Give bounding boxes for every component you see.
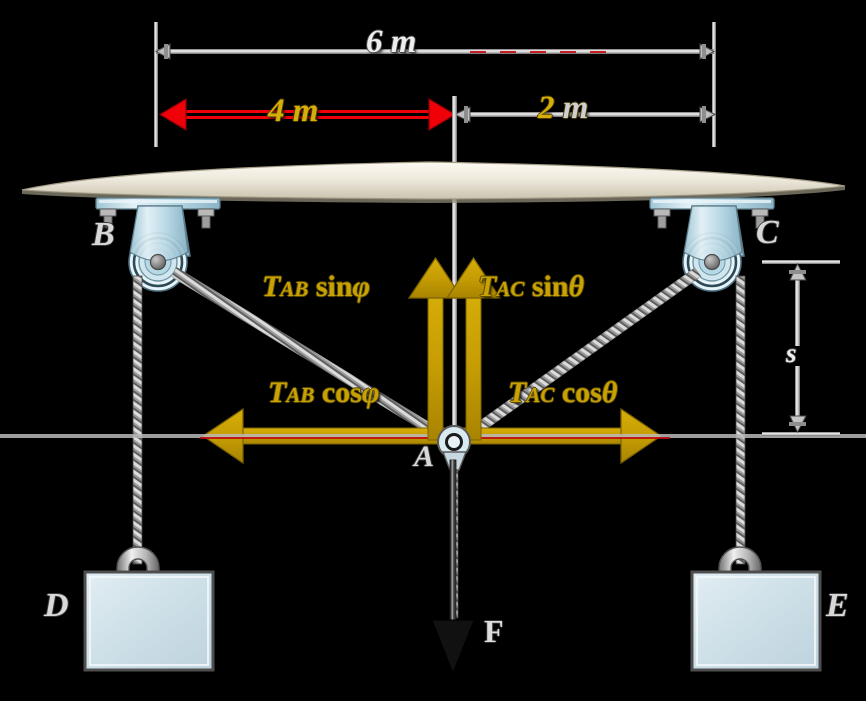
cable-c-to-e	[735, 275, 746, 565]
ceiling-slab	[21, 161, 846, 203]
pulley-b	[95, 197, 221, 292]
cable-b-to-d	[132, 275, 143, 565]
pulley-c	[649, 197, 775, 292]
force-arrow-vertical-left	[407, 256, 464, 441]
ring-at-a	[437, 425, 471, 471]
block-d-hook	[116, 546, 160, 579]
cable-b-to-a	[171, 267, 451, 445]
center-reference-line	[452, 96, 457, 444]
block-e-hook	[718, 546, 762, 579]
pulley-b-bolt-left	[99, 208, 117, 229]
force-arrow-f	[431, 459, 475, 675]
block-d	[83, 546, 215, 672]
pulley-b-bolt-right	[197, 208, 215, 229]
cable-c-to-a	[458, 267, 702, 445]
force-arrow-vertical-right	[445, 256, 502, 441]
pulley-c-bolt-right	[751, 208, 769, 229]
dimension-s	[762, 260, 840, 436]
dimension-6m	[154, 22, 716, 147]
dimension-4m	[158, 97, 457, 132]
block-e	[690, 546, 822, 672]
dimension-2m	[453, 106, 717, 123]
pulley-c-bolt-left	[653, 208, 671, 229]
